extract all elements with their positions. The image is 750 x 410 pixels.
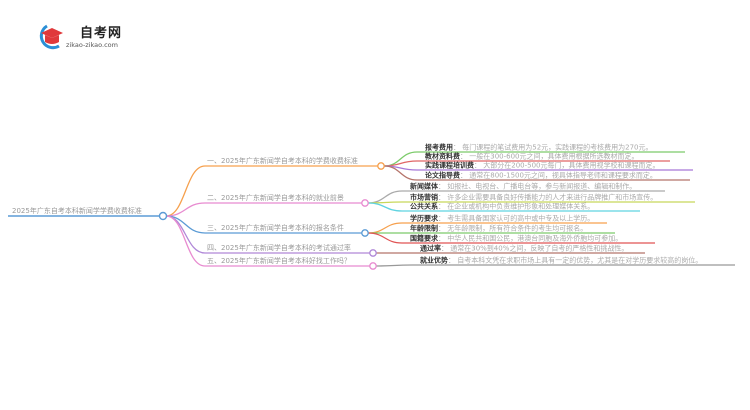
leaf-key: 公共关系 — [410, 202, 438, 211]
branch-topic[interactable]: 二、2025年广东新闻学自考本科的就业前景 — [207, 193, 344, 202]
leaf-separator: ： — [438, 194, 447, 202]
leaf-key: 通过率 — [420, 244, 441, 253]
leaf-node[interactable]: 就业优势： 自考本科文凭在求职市场上具有一定的优势，尤其是在对学历要求较高的岗位… — [420, 256, 702, 265]
branch-topic[interactable]: 一、2025年广东新闻学自考本科的学费收费标准 — [207, 156, 358, 165]
branch-collapse-toggle[interactable] — [369, 262, 377, 270]
leaf-node[interactable]: 年龄限制： 无年龄限制，所有符合条件的考生均可报名。 — [410, 224, 587, 233]
leaf-separator: ： — [438, 235, 447, 243]
leaf-node[interactable]: 实践课程培训费： 大部分在200-500元每门，具体费用视学校和课程而定。 — [425, 161, 659, 170]
leaf-key: 新闻媒体 — [410, 182, 439, 191]
leaf-separator: ： — [438, 225, 447, 233]
leaf-value: 许多企业需要具备良好传播能力的人才来进行品牌推广和市场宣传。 — [447, 193, 657, 202]
branch-collapse-toggle[interactable] — [377, 162, 385, 170]
leaf-separator: ： — [438, 183, 447, 191]
leaf-separator: ： — [438, 203, 447, 211]
leaf-value: 通常在800-1500元之间，视具体指导老师和课程要求而定。 — [469, 171, 657, 180]
leaf-node[interactable]: 国籍要求： 中华人民共和国公民，港澳台同胞及海外侨胞均可参加。 — [410, 234, 622, 243]
leaf-key: 报考费用 — [425, 143, 453, 152]
leaf-connector — [375, 264, 413, 267]
leaf-separator: ： — [448, 257, 457, 265]
branch-collapse-toggle[interactable] — [361, 199, 369, 207]
leaf-value: 每门课程的笔试费用为52元，实践课程的考核费用为270元。 — [462, 143, 652, 152]
leaf-key: 国籍要求 — [410, 234, 439, 243]
leaf-node[interactable]: 学历要求： 考生需具备国家认可的高中或中专及以上学历。 — [410, 214, 594, 223]
leaf-key: 就业优势 — [420, 256, 448, 265]
logo-url: zikao-zikao.com — [66, 41, 118, 49]
leaf-node[interactable]: 教材资料费： 一般在300-600元之间，具体费用根据所选教材而定。 — [424, 152, 638, 161]
logo-icon — [39, 24, 63, 50]
leaf-separator: ： — [438, 215, 447, 223]
branch-connector — [165, 215, 206, 254]
logo-title: 自考网 — [80, 26, 123, 41]
branch-connector — [165, 165, 206, 217]
branch-connector — [165, 215, 206, 267]
leaf-separator: ： — [453, 144, 462, 152]
root-collapse-toggle[interactable] — [158, 211, 168, 221]
branch-topic[interactable]: 三、2025年广东新闻学自考本科的报名条件 — [207, 223, 344, 232]
leaf-connector — [367, 222, 403, 234]
leaf-separator: ： — [460, 172, 469, 180]
branch-connector — [165, 215, 206, 234]
leaf-value: 一般在300-600元之间，具体费用根据所选教材而定。 — [469, 152, 638, 161]
branch-collapse-toggle[interactable] — [361, 229, 369, 237]
leaf-key: 年龄限制 — [410, 224, 438, 233]
branch-topic[interactable]: 四、2025年广东新闻学自考本科的考试通过率 — [207, 243, 351, 252]
leaf-value: 无年龄限制，所有符合条件的考生均可报名。 — [447, 224, 587, 233]
leaf-key: 实践课程培训费 — [425, 161, 474, 170]
leaf-value: 中华人民共和国公民，港澳台同胞及海外侨胞均可参加。 — [447, 234, 622, 243]
leaf-separator: ： — [460, 153, 469, 161]
leaf-connector — [383, 160, 418, 167]
leaf-node[interactable]: 报考费用： 每门课程的笔试费用为52元，实践课程的考核费用为270元。 — [425, 143, 653, 152]
leaf-key: 教材资料费 — [424, 152, 460, 161]
leaf-node[interactable]: 论文指导费： 通常在800-1500元之间，视具体指导老师和课程要求而定。 — [425, 171, 657, 180]
leaf-connector — [367, 190, 403, 204]
leaf-connector — [367, 202, 403, 212]
leaf-separator: ： — [441, 245, 450, 253]
leaf-value: 通常在30%到40%之间，反映了自考的严格性和挑战性。 — [450, 244, 628, 253]
leaf-value: 大部分在200-500元每门，具体费用视学校和课程而定。 — [483, 161, 659, 170]
leaf-node[interactable]: 新闻媒体： 如报社、电视台、广播电台等，参与新闻报道、编辑和制作。 — [410, 182, 636, 191]
root-topic[interactable]: 2025年广东自考本科新闻学学费收费标准 — [12, 206, 142, 215]
leaf-node[interactable]: 市场营销： 许多企业需要具备良好传播能力的人才来进行品牌推广和市场宣传。 — [410, 193, 657, 202]
leaf-value: 考生需具备国家认可的高中或中专及以上学历。 — [447, 214, 594, 223]
branch-topic[interactable]: 五、2025年广东新闻学自考本科好找工作吗？ — [207, 256, 351, 265]
leaf-node[interactable]: 通过率： 通常在30%到40%之间，反映了自考的严格性和挑战性。 — [420, 244, 628, 253]
leaf-node[interactable]: 公共关系： 在企业或机构中负责维护形象和处理媒体关系。 — [410, 202, 594, 211]
leaf-key: 市场营销 — [410, 193, 438, 202]
leaf-key: 学历要求 — [410, 214, 439, 223]
leaf-connector — [367, 232, 403, 244]
branch-collapse-toggle[interactable] — [369, 249, 377, 257]
leaf-value: 自考本科文凭在求职市场上具有一定的优势，尤其是在对学历要求较高的岗位。 — [457, 256, 702, 265]
leaf-value: 如报社、电视台、广播电台等，参与新闻报道、编辑和制作。 — [447, 182, 636, 191]
leaf-key: 论文指导费 — [425, 171, 460, 180]
leaf-value: 在企业或机构中负责维护形象和处理媒体关系。 — [447, 202, 594, 211]
branch-connector — [165, 202, 206, 217]
leaf-separator: ： — [474, 162, 483, 170]
leaf-connector — [383, 165, 418, 181]
